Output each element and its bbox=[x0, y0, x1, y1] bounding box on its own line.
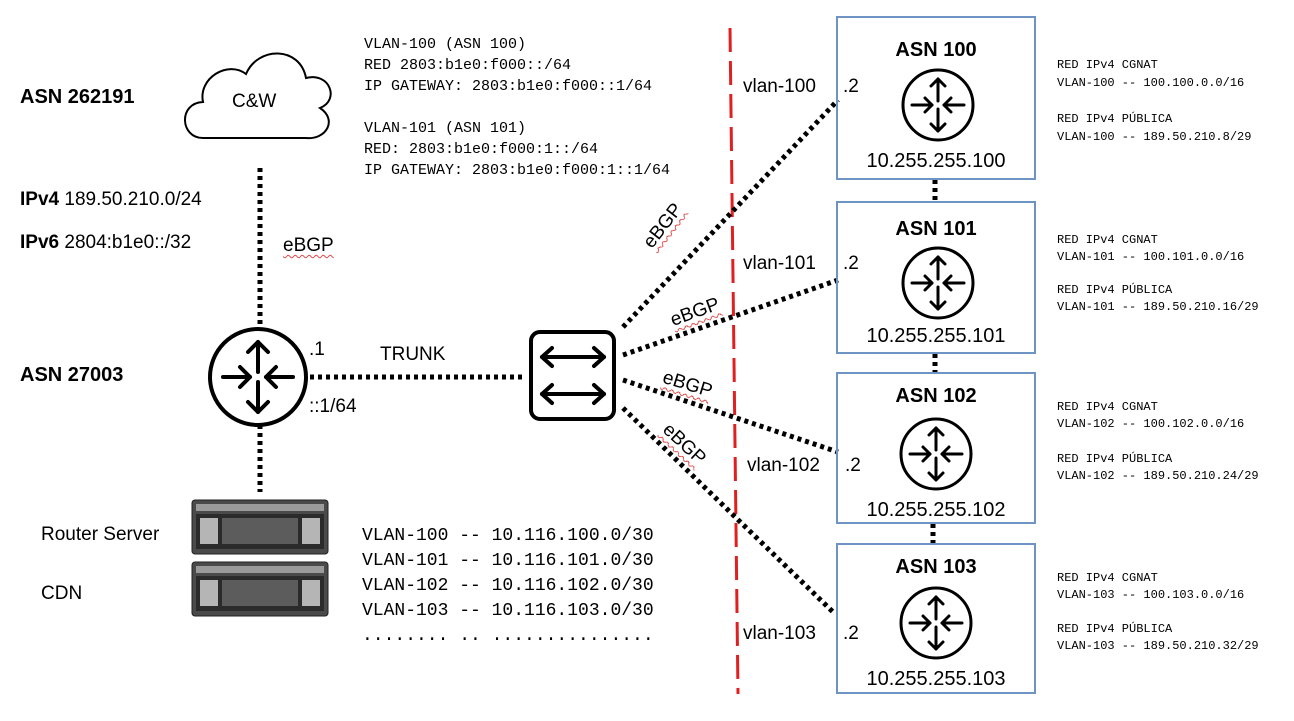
p2p-network-item: ........ .. ............... bbox=[362, 626, 654, 646]
host-suffix: .2 bbox=[845, 455, 861, 476]
vlan-label: vlan-100 bbox=[743, 76, 816, 97]
public-network: VLAN-103 -- 189.50.210.32/29 bbox=[1057, 639, 1259, 653]
public-network: VLAN-102 -- 189.50.210.24/29 bbox=[1057, 469, 1259, 483]
isp-ipv6-value: 2804:b1e0::/32 bbox=[64, 232, 192, 253]
public-network: VLAN-101 -- 189.50.210.16/29 bbox=[1057, 300, 1259, 314]
link-line-asn103 bbox=[621, 406, 835, 614]
vlan-info-gateway: IP GATEWAY: 2803:b1e0:f000::1/64 bbox=[364, 78, 653, 95]
router-icon bbox=[899, 417, 973, 491]
cgnat-network: VLAN-100 -- 100.100.0.0/16 bbox=[1057, 76, 1245, 90]
asn-box: ASN 102 10.255.255.102 bbox=[836, 372, 1036, 524]
isp-asn-label: ASN 262191 bbox=[20, 86, 135, 108]
cgnat-title: RED IPv4 CGNAT bbox=[1057, 400, 1158, 414]
cgnat-network: VLAN-101 -- 100.101.0.0/16 bbox=[1057, 250, 1245, 264]
server-icon bbox=[191, 561, 329, 617]
isp-ipv6-key: IPv6 bbox=[20, 232, 60, 253]
switch-icon bbox=[529, 330, 616, 421]
cloud-label: C&W bbox=[232, 91, 277, 112]
router-icon bbox=[208, 327, 308, 427]
vlan-label: vlan-101 bbox=[743, 253, 816, 274]
p2p-network-item: VLAN-103 -- 10.116.103.0/30 bbox=[362, 601, 654, 621]
asn-box-title: ASN 101 bbox=[895, 218, 977, 240]
cgnat-title: RED IPv4 CGNAT bbox=[1057, 571, 1158, 585]
public-title: RED IPv4 PÚBLICA bbox=[1057, 283, 1173, 297]
core-asn-label: ASN 27003 bbox=[20, 364, 124, 386]
router-icon bbox=[901, 68, 975, 142]
link-line-asn101 bbox=[622, 277, 839, 358]
isp-ipv4: IPv4 189.50.210.0/24 bbox=[20, 190, 202, 209]
vlan-info-gateway: IP GATEWAY: 2803:b1e0:f000:1::1/64 bbox=[364, 162, 671, 179]
public-title: RED IPv4 PÚBLICA bbox=[1057, 622, 1173, 636]
vlan-info-red: RED 2803:b1e0:f000::/64 bbox=[364, 57, 572, 74]
asn-loopback: 10.255.255.101 bbox=[866, 325, 1006, 347]
router-icon bbox=[901, 246, 975, 320]
server-label: CDN bbox=[41, 583, 83, 604]
vlan-info-title: VLAN-100 (ASN 100) bbox=[364, 36, 527, 53]
core-ipv4-suffix: .1 bbox=[309, 339, 325, 360]
uplink-protocol-label: eBGP bbox=[283, 235, 334, 256]
isp-ipv4-key: IPv4 bbox=[20, 189, 60, 210]
asn-loopback: 10.255.255.100 bbox=[866, 150, 1006, 172]
cgnat-title: RED IPv4 CGNAT bbox=[1057, 233, 1158, 247]
trunk-label: TRUNK bbox=[380, 344, 446, 365]
core-ipv6-suffix: ::1/64 bbox=[309, 396, 357, 417]
server-icon bbox=[191, 499, 329, 555]
cgnat-title: RED IPv4 CGNAT bbox=[1057, 58, 1158, 72]
asn-box: ASN 101 10.255.255.101 bbox=[836, 201, 1036, 354]
vlan-info-red: RED: 2803:b1e0:f000:1::/64 bbox=[364, 141, 599, 158]
router-icon bbox=[899, 586, 973, 660]
isp-ipv4-value: 189.50.210.0/24 bbox=[64, 189, 202, 210]
vlan-info-title: VLAN-101 (ASN 101) bbox=[364, 120, 527, 137]
server-label: Router Server bbox=[41, 524, 160, 545]
asn-loopback: 10.255.255.103 bbox=[866, 668, 1006, 690]
public-title: RED IPv4 PÚBLICA bbox=[1057, 112, 1173, 126]
host-suffix: .2 bbox=[843, 253, 859, 274]
vlan-label: vlan-102 bbox=[747, 455, 820, 476]
p2p-network-item: VLAN-102 -- 10.116.102.0/30 bbox=[362, 576, 654, 596]
vlan-label: vlan-103 bbox=[743, 623, 816, 644]
link-line-asn102 bbox=[622, 377, 839, 455]
asn-box-title: ASN 102 bbox=[895, 385, 977, 407]
asn-box: ASN 103 10.255.255.103 bbox=[836, 543, 1036, 694]
host-suffix: .2 bbox=[843, 623, 859, 644]
asn-box-title: ASN 100 bbox=[895, 39, 977, 61]
asn-box: ASN 100 10.255.255.100 bbox=[836, 16, 1036, 180]
p2p-network-item: VLAN-100 -- 10.116.100.0/30 bbox=[362, 526, 654, 546]
divider-line bbox=[728, 27, 740, 695]
p2p-network-item: VLAN-101 -- 10.116.101.0/30 bbox=[362, 551, 654, 571]
public-title: RED IPv4 PÚBLICA bbox=[1057, 452, 1173, 466]
cloud-icon bbox=[184, 52, 332, 140]
cgnat-network: VLAN-102 -- 100.102.0.0/16 bbox=[1057, 417, 1245, 431]
host-suffix: .2 bbox=[843, 76, 859, 97]
asn-box-title: ASN 103 bbox=[895, 556, 977, 578]
isp-ipv6: IPv6 2804:b1e0::/32 bbox=[20, 233, 191, 252]
cgnat-network: VLAN-103 -- 100.103.0.0/16 bbox=[1057, 588, 1245, 602]
asn-loopback: 10.255.255.102 bbox=[866, 499, 1006, 521]
public-network: VLAN-100 -- 189.50.210.8/29 bbox=[1057, 130, 1252, 144]
